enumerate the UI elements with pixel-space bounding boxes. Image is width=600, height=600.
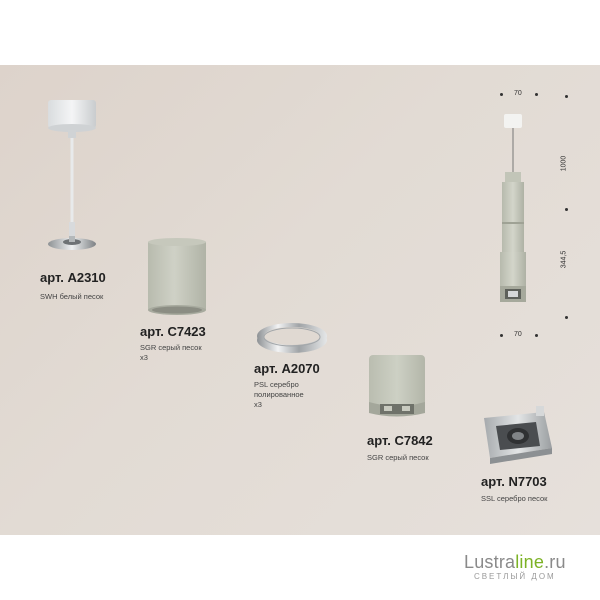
dimension-cable-length: 1000 — [560, 155, 568, 172]
led-module-image — [484, 406, 552, 464]
product-art-c7423: арт. C7423 — [140, 324, 206, 339]
dimension-marker — [565, 95, 568, 98]
dimension-marker — [565, 208, 568, 211]
dimension-bottom-width: 70 — [514, 331, 522, 338]
product-art-c7842: арт. C7842 — [367, 433, 433, 448]
assembled-lamp-image — [500, 114, 526, 302]
product-desc-c7423: SGR серый песок — [140, 343, 202, 352]
dimension-marker — [535, 93, 538, 96]
product-qty-c7423: x3 — [140, 353, 148, 362]
product-art-a2310: арт. A2310 — [40, 270, 106, 285]
dimension-top-width: 70 — [514, 90, 522, 97]
product-desc-a2070-line1: PSL серебро — [254, 380, 299, 389]
cylinder-housing-image — [148, 238, 206, 315]
square-housing-image — [369, 355, 425, 417]
dimension-body-length: 344,5 — [560, 250, 568, 269]
dimension-marker — [500, 93, 503, 96]
dimension-marker — [500, 334, 503, 337]
product-art-n7703: арт. N7703 — [481, 474, 547, 489]
product-desc-a2310: SWH белый песок — [40, 292, 104, 301]
product-qty-a2070: x3 — [254, 400, 262, 409]
product-desc-n7703: SSL серебро песок — [481, 494, 548, 503]
product-art-a2070: арт. A2070 — [254, 361, 320, 376]
site-logo[interactable]: Lustraline.ru СВЕТЛЫЙ ДОМ — [464, 552, 566, 581]
logo-wordmark: Lustraline.ru — [464, 552, 566, 572]
dimension-marker — [565, 316, 568, 319]
product-desc-c7842: SGR серый песок — [367, 453, 429, 462]
dimension-marker — [535, 334, 538, 337]
ceiling-mount-image — [48, 100, 96, 250]
logo-tagline: СВЕТЛЫЙ ДОМ — [473, 572, 556, 581]
product-desc-a2070-line2: полированное — [254, 390, 304, 399]
polished-ring-image — [257, 323, 327, 353]
